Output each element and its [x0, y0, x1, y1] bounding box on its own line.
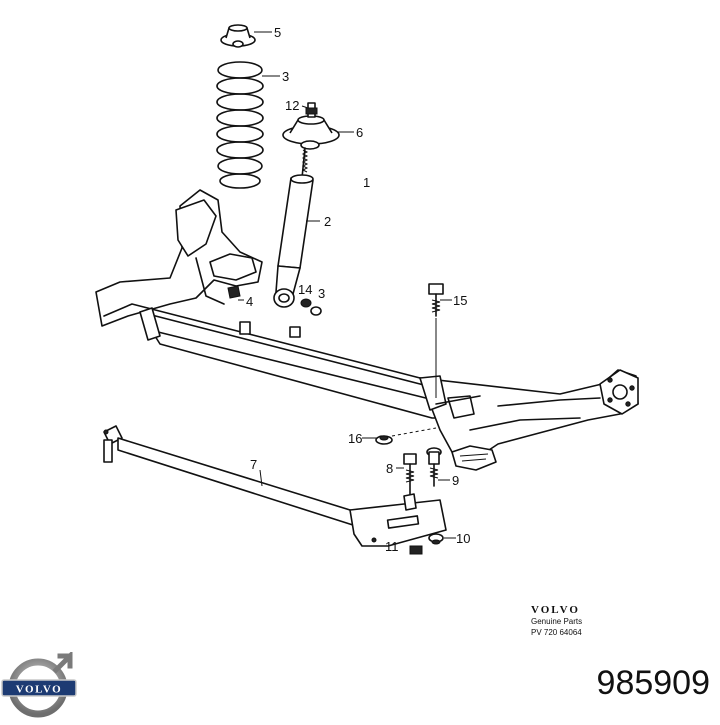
brand-code: PV 720 64064 — [531, 628, 582, 637]
coil-spring-part — [216, 61, 264, 189]
callout-6: 6 — [356, 125, 363, 140]
callout-10: 10 — [456, 531, 470, 546]
spring-seat-part — [220, 24, 256, 48]
brand-name: VOLVO — [531, 604, 580, 616]
callout-11: 11 — [385, 539, 399, 554]
leader-lines — [238, 31, 456, 539]
callout-1: 1 — [363, 175, 370, 190]
callout-16: 16 — [348, 431, 362, 446]
callout-8: 8 — [386, 461, 393, 476]
rear-axle-beam-part — [95, 189, 639, 471]
shock-bolt-hardware — [300, 298, 322, 316]
callout-14: 14 — [298, 282, 312, 297]
shock-absorber-part — [273, 147, 314, 308]
brand-block: VOLVO Genuine Parts PV 720 64064 — [531, 604, 621, 637]
fastener-hardware — [375, 427, 444, 555]
stabilizer-rod-part — [103, 425, 447, 547]
callout-12: 12 — [285, 98, 299, 113]
logo-wordmark: VOLVO — [16, 684, 62, 696]
callout-9: 9 — [452, 473, 459, 488]
bolt-15-part — [428, 283, 444, 398]
brand-subtitle: Genuine Parts — [531, 617, 583, 626]
top-mount-part — [282, 102, 340, 150]
callout-4: 4 — [246, 294, 253, 309]
callout-5: 5 — [274, 25, 281, 40]
callout-2: 2 — [324, 214, 331, 229]
volvo-logo: VOLVO — [0, 649, 78, 720]
callout-3-lower: 3 — [318, 286, 325, 301]
callouts: 1 2 3 3 4 5 6 7 8 9 10 11 12 14 15 16 — [246, 25, 470, 554]
part-number: 985909 — [596, 664, 710, 702]
callout-15: 15 — [453, 293, 467, 308]
callout-3-upper: 3 — [282, 69, 289, 84]
callout-7: 7 — [250, 457, 257, 472]
